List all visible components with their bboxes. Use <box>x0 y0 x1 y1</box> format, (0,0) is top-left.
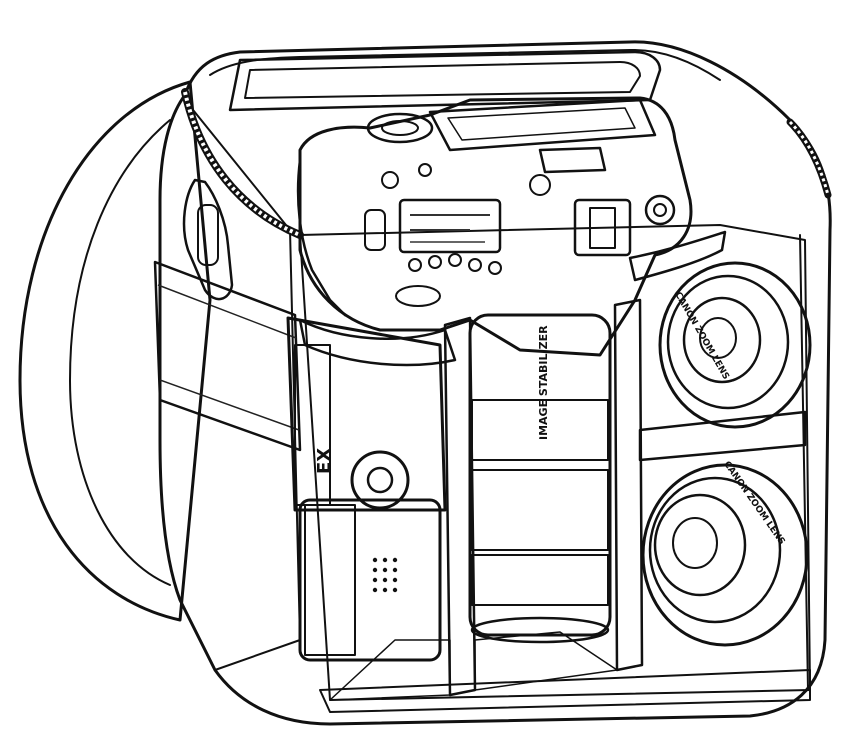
zoom-lens-label: IMAGE STABILIZER <box>537 325 550 440</box>
divider-right <box>613 298 644 672</box>
speedlite-flash: EX <box>286 316 447 662</box>
divider-shelf <box>638 410 807 462</box>
small-lens-lower: CANON ZOOM LENS <box>641 460 809 647</box>
flash-label: EX <box>314 448 335 474</box>
dslr-camera <box>296 96 693 357</box>
bag-back-shell <box>18 80 212 622</box>
bag-opening-rim <box>209 48 809 691</box>
zoom-lens-scale: 135 100 70 <box>480 432 540 443</box>
zoom-lens: IMAGE STABILIZER 135 100 70 <box>468 313 612 644</box>
side-strap <box>153 260 302 452</box>
camera-buttons <box>381 163 676 275</box>
command-dial <box>395 285 441 307</box>
flash-grill <box>372 557 398 593</box>
mode-dial <box>366 112 434 144</box>
zipper <box>181 88 832 239</box>
rear-lcd-screen <box>428 98 657 152</box>
zipper-pull <box>182 178 234 301</box>
viewfinder-hot-shoe <box>538 146 632 257</box>
small-lens-lower-label: CANON ZOOM LENS <box>721 460 786 547</box>
top-lcd-panel <box>398 198 502 254</box>
padded-flap <box>298 230 727 367</box>
small-lens-upper: CANON ZOOM LENS <box>658 261 812 429</box>
interior-compartment <box>228 50 811 713</box>
